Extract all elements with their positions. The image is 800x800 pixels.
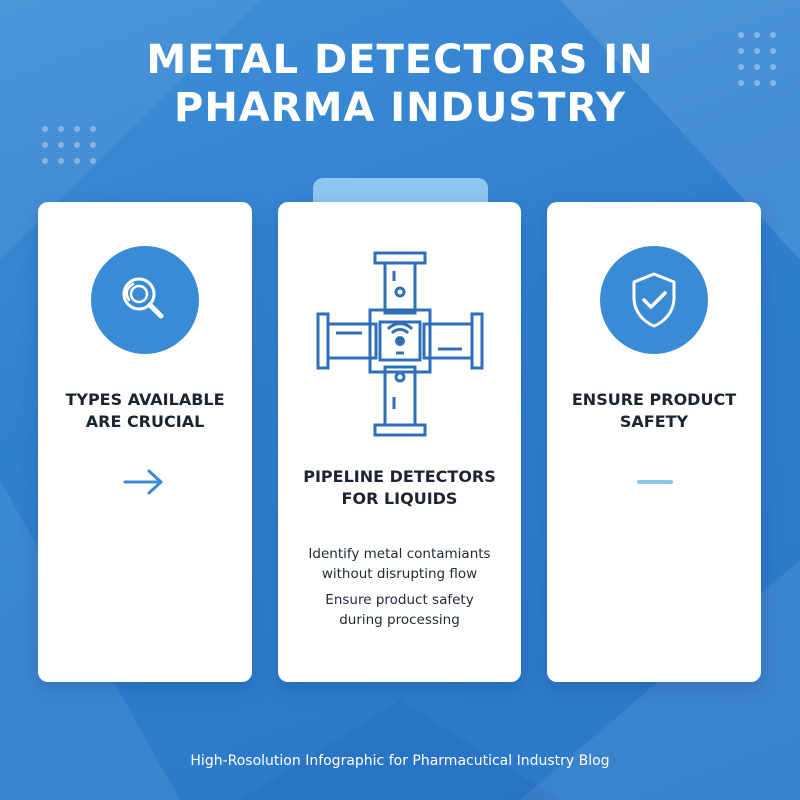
card-title: TYPES AVAILABLE ARE CRUCIAL	[65, 390, 225, 431]
dot-grid-right	[738, 32, 776, 86]
arrow-right-icon[interactable]	[123, 467, 167, 497]
card-ensure-safety: ENSURE PRODUCT SAFETY	[547, 202, 761, 682]
description-line: Ensure product safety	[325, 592, 474, 608]
page-title-line-2: PHARMA INDUSTRY	[174, 85, 626, 131]
card-types-available: TYPES AVAILABLE ARE CRUCIAL	[38, 202, 252, 682]
footer-caption: High-Rosolution Infographic for Pharmacu…	[190, 753, 610, 769]
dash-icon	[637, 480, 673, 484]
dot-grid-left	[42, 126, 96, 164]
clipboard-tab-notch	[353, 202, 448, 222]
pipeline-detector-icon	[316, 251, 484, 437]
card-description: Identify metal contamiants without disru…	[278, 544, 521, 630]
page-title: METAL DETECTORS IN PHARMA INDUSTRY	[0, 36, 800, 132]
page-title-line-1: METAL DETECTORS IN	[146, 37, 654, 83]
magnifier-search-icon	[91, 246, 199, 354]
shield-check-icon	[600, 246, 708, 354]
card-title: ENSURE PRODUCT SAFETY	[571, 390, 737, 431]
description-line: during processing	[339, 612, 460, 628]
card-pipeline-detectors: PIPELINE DETECTORS FOR LIQUIDS Identify …	[278, 202, 521, 682]
description-line: without disrupting flow	[321, 566, 478, 582]
description-line: Identify metal contamiants	[308, 546, 491, 562]
card-title: PIPELINE DETECTORS FOR LIQUIDS	[303, 467, 496, 508]
